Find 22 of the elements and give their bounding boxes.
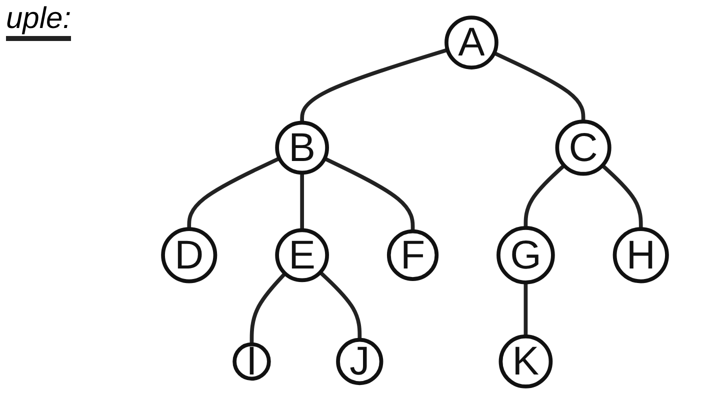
node-circle: K [498,334,553,388]
connector [524,164,566,228]
node-circle: E [275,228,329,282]
node-circle: F [386,229,439,281]
connector [250,272,286,344]
connector [601,164,643,230]
connector [524,282,528,336]
connector [300,48,448,123]
node-circle: C [555,120,612,176]
heading-text: uple: [6,2,72,41]
node-circle: I [232,342,271,381]
node-circle: G [496,226,555,284]
connector [300,172,304,230]
connector [493,51,586,122]
connector [318,270,362,340]
connector [324,156,415,232]
node-circle: H [612,227,669,284]
node-circle: D [161,227,218,284]
node-circle: J [336,338,384,386]
node-circle: B [275,120,329,175]
node-circle: A [444,16,498,70]
connector [187,156,280,230]
